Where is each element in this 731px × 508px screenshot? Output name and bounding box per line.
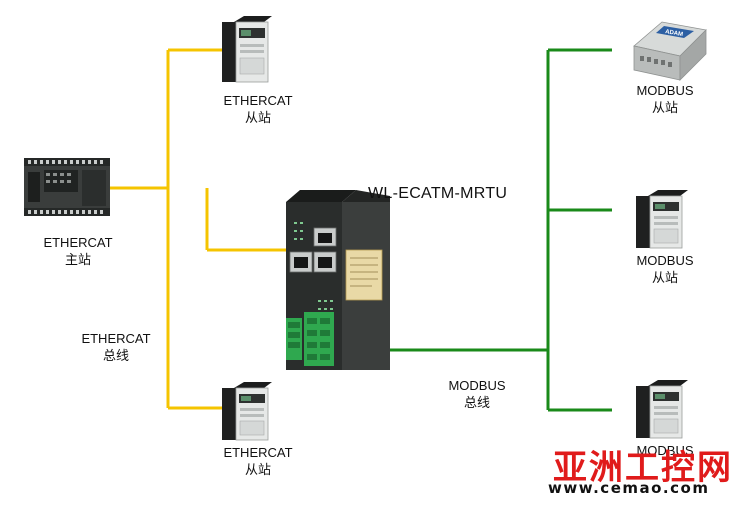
modbus-bus-label: MODBUS 总线: [432, 377, 522, 411]
plc-master-device: [24, 158, 110, 216]
ethercat-slave-bottom-label: ETHERCAT 从站: [210, 444, 306, 478]
ethercat-slave-bottom-label-line1: ETHERCAT: [223, 445, 293, 460]
modbus-slave-middle-device: [636, 190, 688, 249]
modbus-slave-top-label-line2: 从站: [651, 100, 678, 115]
modbus-slave-top-label-line1: MODBUS: [636, 83, 694, 98]
adam-brand-text: ADAM: [665, 29, 684, 38]
ethercat-slave-top-label: ETHERCAT 从站: [210, 92, 306, 126]
modbus-slave-middle-label: MODBUS 从站: [620, 252, 710, 286]
modbus-bus-label-line1: MODBUS: [448, 378, 506, 393]
watermark-url: www.cemao.com: [548, 479, 710, 497]
modbus-slave-top-label: MODBUS 从站: [620, 82, 710, 116]
ethercat-slave-bottom-device: [222, 382, 272, 441]
ethercat-master-label-line1: ETHERCAT: [43, 235, 113, 250]
ethercat-slave-bottom-label-line2: 从站: [244, 462, 271, 477]
adam-module-device: ADAM: [633, 21, 707, 81]
ethercat-slave-top-label-line2: 从站: [244, 110, 271, 125]
ethercat-bus-lines: [108, 48, 292, 410]
modbus-slave-bottom-label-line1: MODBUS: [636, 443, 694, 458]
ethercat-bus-label: ETHERCAT 总线: [68, 330, 164, 364]
modbus-slave-bottom-label: MODBUS: [620, 442, 710, 459]
modbus-slave-middle-label-line1: MODBUS: [636, 253, 694, 268]
ethercat-slave-top-device: [222, 16, 272, 83]
gateway-title: WL-ECATM-MRTU: [368, 185, 508, 202]
ethercat-master-label: ETHERCAT 主站: [30, 234, 126, 268]
ethercat-master-label-line2: 主站: [64, 252, 91, 267]
modbus-slave-bottom-device: [636, 380, 688, 439]
watermark-cn: 亚洲工控网: [553, 448, 731, 488]
gateway-device: [286, 190, 390, 370]
modbus-slave-middle-label-line2: 从站: [651, 270, 678, 285]
ethercat-bus-label-line2: 总线: [102, 348, 129, 363]
ethercat-bus-label-line1: ETHERCAT: [81, 331, 151, 346]
modbus-bus-label-line2: 总线: [463, 395, 490, 410]
ethercat-slave-top-label-line1: ETHERCAT: [223, 93, 293, 108]
